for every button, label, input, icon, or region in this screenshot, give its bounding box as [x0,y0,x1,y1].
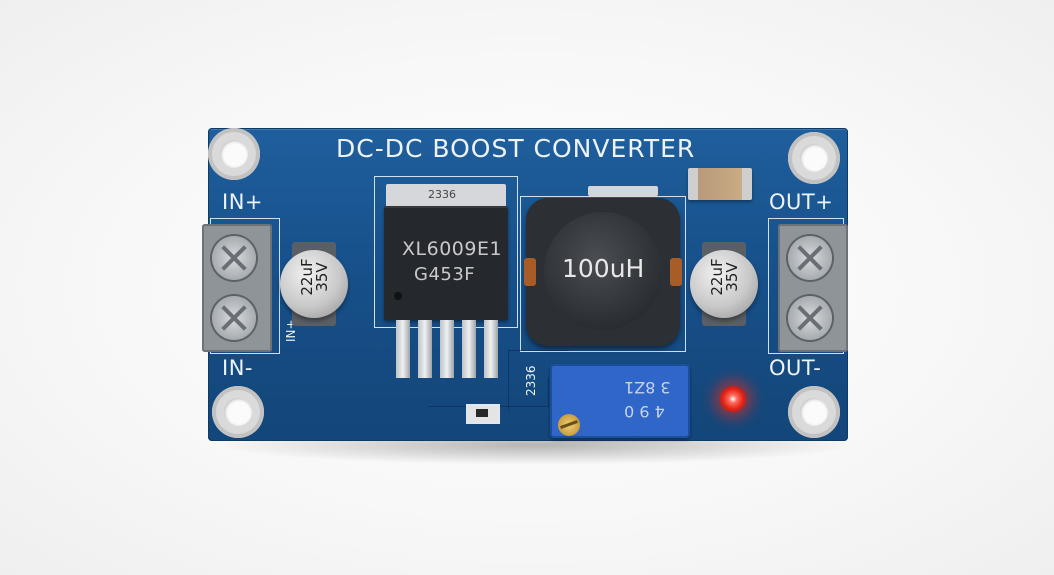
label-out-plus: OUT+ [769,190,834,214]
label-out-minus: OUT- [769,356,822,380]
regulator-ic [384,206,508,320]
output-capacitor: 22uF 35V [690,250,758,318]
pcb-board: DC-DC BOOST CONVERTER IN+ IN- OUT+ OUT- … [202,128,848,441]
board-title: DC-DC BOOST CONVERTER [336,134,696,163]
label-in-minus: IN- [222,356,253,380]
input-capacitor-label: 22uF 35V [298,252,331,302]
ic-lot-code: G453F [414,264,476,285]
input-screw-terminal [202,224,272,352]
output-capacitor-label: 22uF 35V [708,252,741,302]
inductor-core [544,212,662,330]
label-in-plus: IN+ [222,190,263,214]
output-capacitor-voltage: 35V [723,262,741,292]
mounting-hole-bottom-left [212,386,264,438]
ic-pin [396,320,410,378]
smd-component [466,404,500,424]
input-capacitor-voltage: 35V [313,262,331,292]
screw-icon [212,236,256,280]
ic-pin [484,320,498,378]
screw-icon [788,296,832,340]
mounting-hole-top-right [788,132,840,184]
label-pcb-code: 2336 [524,365,538,396]
inductor-value: 100uH [562,254,645,283]
mounting-hole-bottom-right [788,386,840,438]
inductor-coil-right [670,258,682,286]
silkscreen-outline-inductor [520,196,686,352]
ic-tab-code: 2336 [428,188,456,201]
trimmer-screw-icon[interactable] [558,414,580,436]
screw-icon [788,236,832,280]
input-capacitor: 22uF 35V [280,250,348,318]
ic-part-number: XL6009E1 [402,238,503,260]
trimmer-marking-1: 3 8Z1 [624,378,671,397]
power-led [720,386,746,412]
ic-pin [462,320,476,378]
pcb-trace [508,350,569,411]
ic-pin [440,320,454,378]
ic-pin [418,320,432,378]
inductor-top-plate [588,186,658,196]
smd-capacitor [688,168,752,200]
trimmer-marking-2: 4 9 0 [624,402,665,421]
mounting-hole-top-left [208,128,260,180]
screw-icon [212,296,256,340]
inductor-coil-left [524,258,536,286]
ic-pin1-dot [394,292,402,300]
output-screw-terminal [778,224,848,352]
